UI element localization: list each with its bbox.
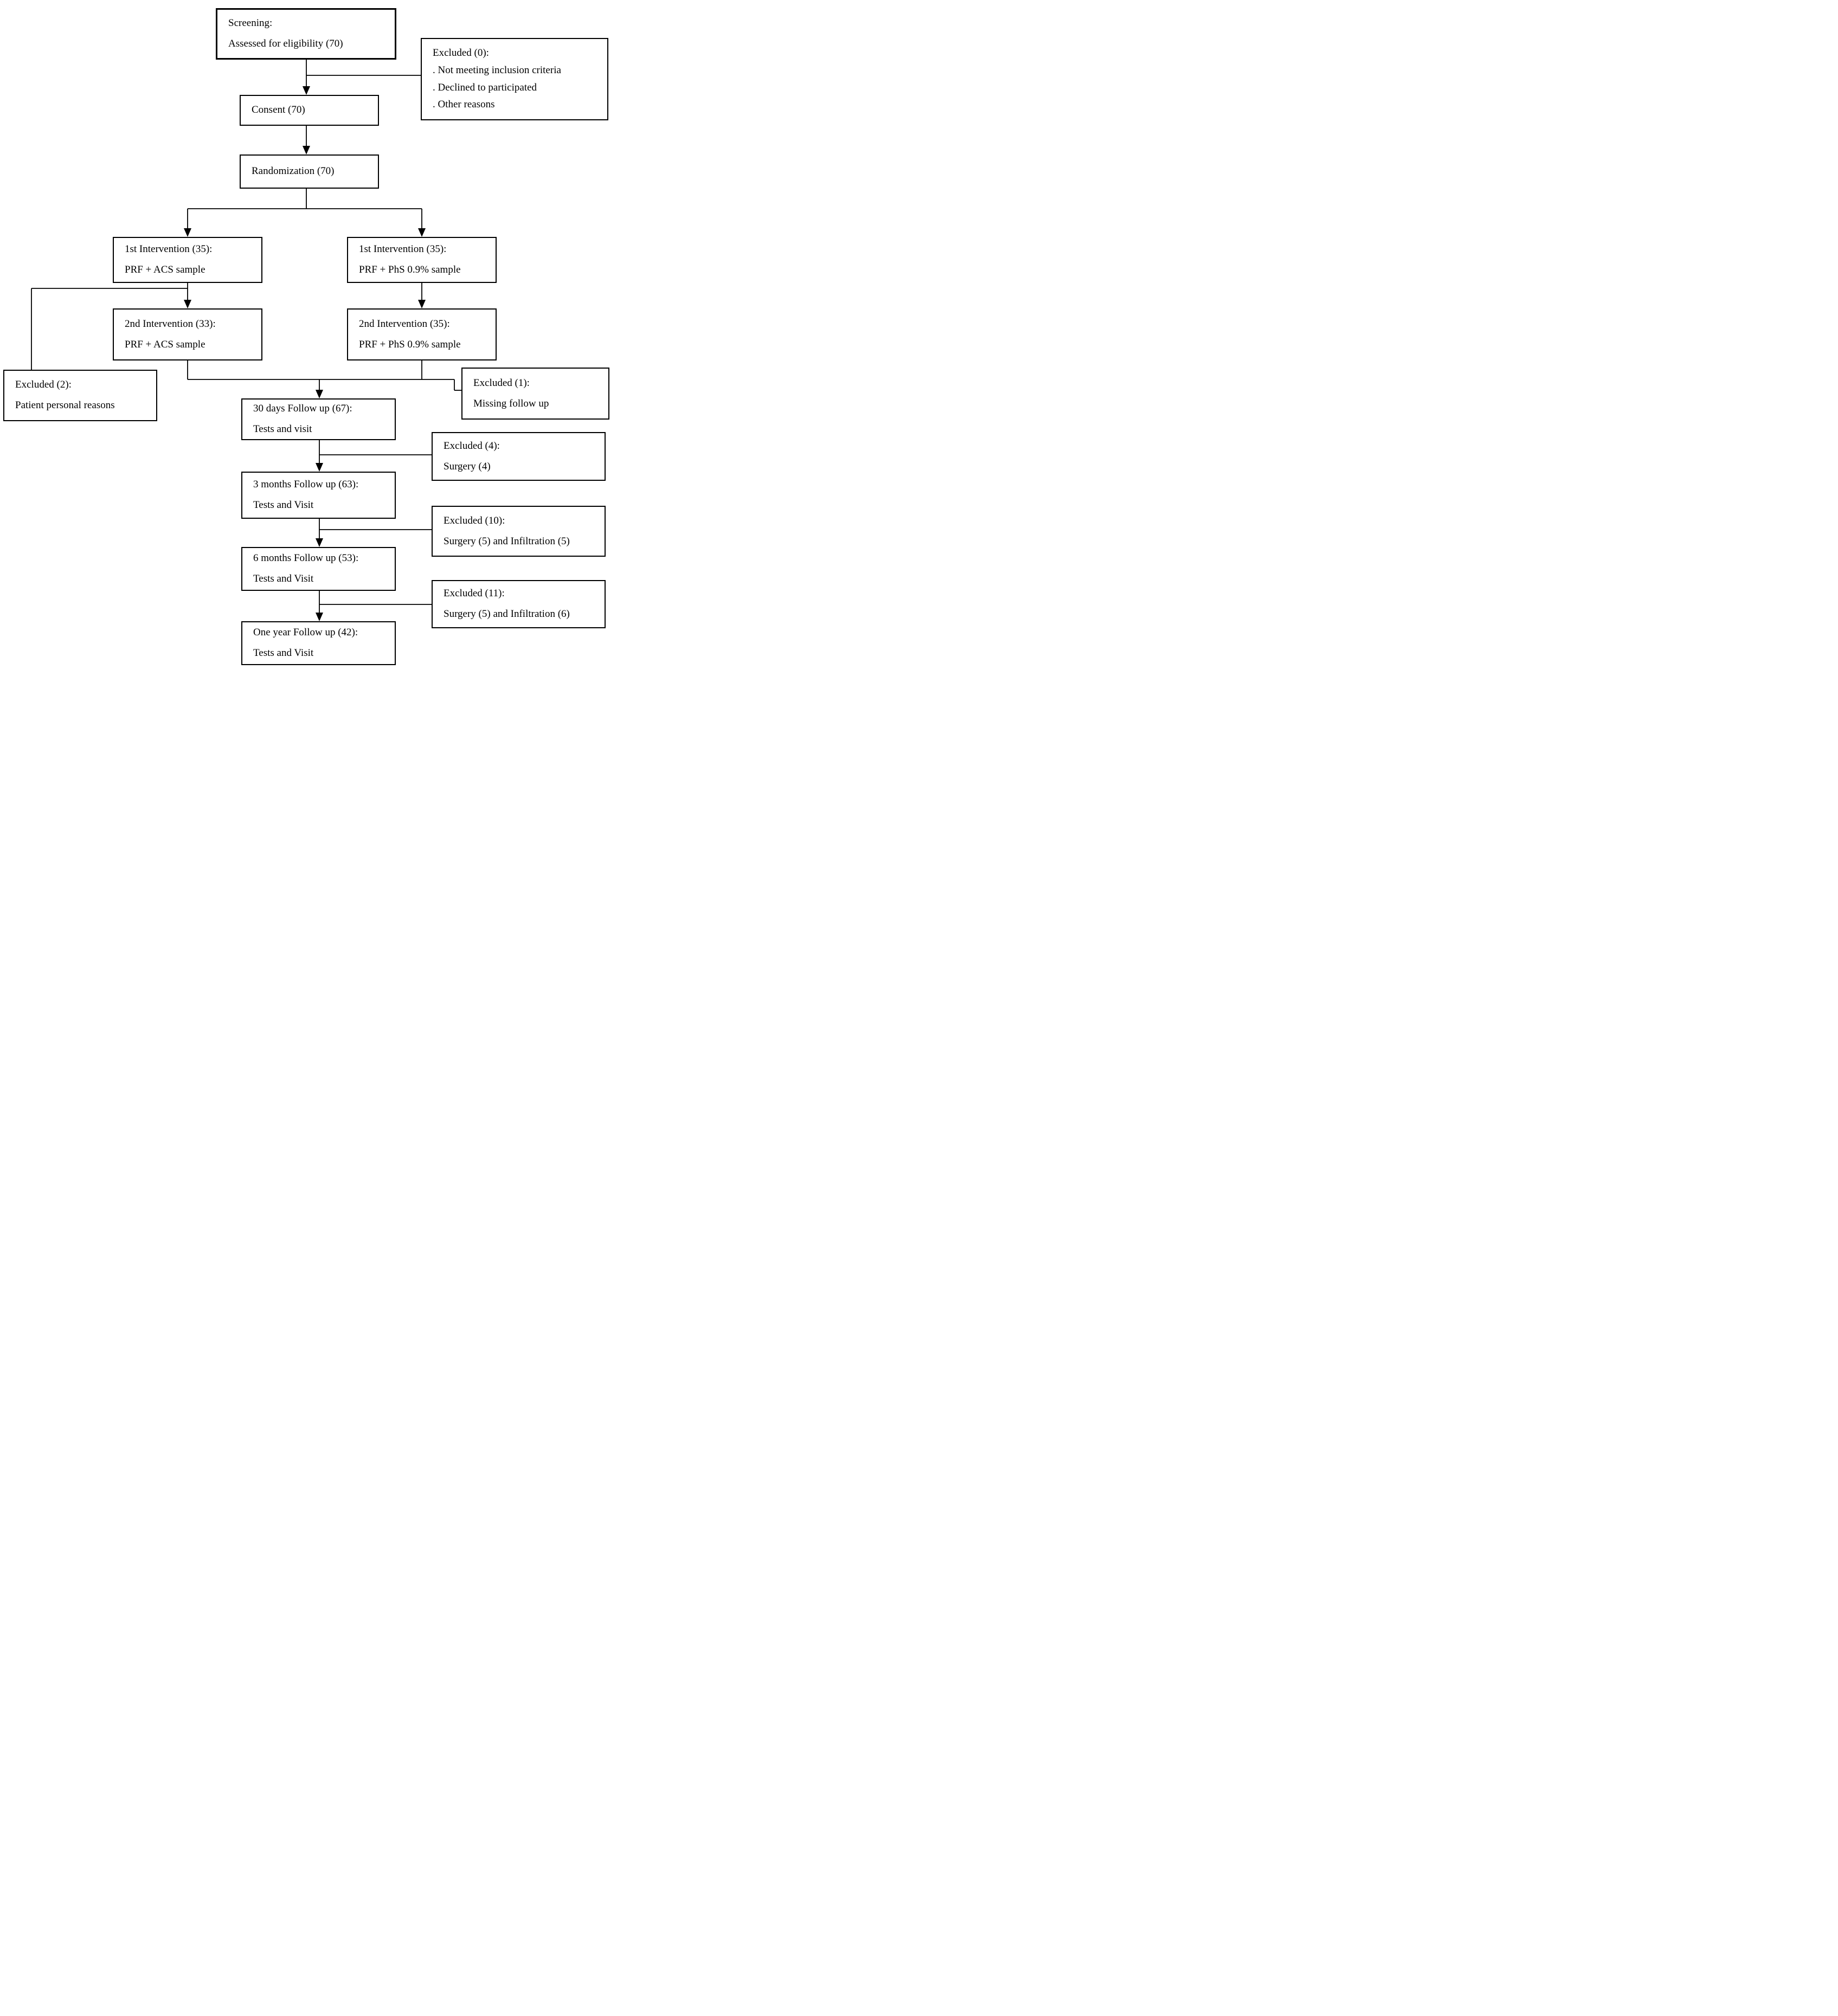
node-text-line: PRF + ACS sample <box>125 338 205 350</box>
node-text-line: Missing follow up <box>473 397 549 409</box>
node-text-line: 6 months Follow up (53): <box>253 552 359 564</box>
node-text-line: Screening: <box>228 17 273 29</box>
node-text-line: . Other reasons <box>433 99 495 111</box>
node-text-line: Assessed for eligibility (70) <box>228 38 343 49</box>
node-intervention1-right: 1st Intervention (35): PRF + PhS 0.9% sa… <box>347 237 497 283</box>
node-text-line: 1st Intervention (35): <box>125 243 213 255</box>
node-intervention1-left: 1st Intervention (35): PRF + ACS sample <box>113 237 262 283</box>
node-text-line: PRF + PhS 0.9% sample <box>359 338 461 350</box>
node-text-line: . Declined to participated <box>433 81 537 93</box>
node-text-line: Tests and visit <box>253 423 312 435</box>
node-text-line: 1st Intervention (35): <box>359 243 447 255</box>
node-text-line: Excluded (4): <box>444 440 500 452</box>
node-text-line: PRF + PhS 0.9% sample <box>359 264 461 275</box>
node-text-line: Excluded (0): <box>433 47 489 59</box>
node-consent: Consent (70) <box>240 95 379 126</box>
node-text-line: 2nd Intervention (33): <box>125 318 216 330</box>
node-excluded-personal: Excluded (2): Patient personal reasons <box>3 370 157 421</box>
node-excluded-6m: Excluded (11): Surgery (5) and Infiltrat… <box>432 580 606 628</box>
node-excluded-3m: Excluded (10): Surgery (5) and Infiltrat… <box>432 506 606 557</box>
node-excluded-30d: Excluded (4): Surgery (4) <box>432 432 606 481</box>
node-excluded-screening: Excluded (0): . Not meeting inclusion cr… <box>421 38 608 120</box>
node-text-line: Tests and Visit <box>253 573 314 584</box>
node-intervention2-right: 2nd Intervention (35): PRF + PhS 0.9% sa… <box>347 308 497 360</box>
node-text-line: Excluded (2): <box>15 379 72 391</box>
node-text-line: Tests and Visit <box>253 647 314 659</box>
node-text-line: Excluded (1): <box>473 377 530 389</box>
node-screening: Screening: Assessed for eligibility (70) <box>216 8 396 60</box>
node-followup-30d: 30 days Follow up (67): Tests and visit <box>241 398 396 440</box>
node-randomization: Randomization (70) <box>240 154 379 189</box>
flow-connectors <box>31 60 461 621</box>
node-text-line: Surgery (4) <box>444 460 491 472</box>
node-text-line: Excluded (11): <box>444 588 505 600</box>
node-excluded-missing: Excluded (1): Missing follow up <box>461 368 609 420</box>
node-text-line: 2nd Intervention (35): <box>359 318 450 330</box>
node-text-line: 3 months Follow up (63): <box>253 479 359 491</box>
node-followup-3m: 3 months Follow up (63): Tests and Visit <box>241 472 396 519</box>
node-followup-1y: One year Follow up (42): Tests and Visit <box>241 621 396 665</box>
node-text-line: Tests and Visit <box>253 499 314 511</box>
node-intervention2-left: 2nd Intervention (33): PRF + ACS sample <box>113 308 262 360</box>
node-text-line: PRF + ACS sample <box>125 264 205 275</box>
flow-diagram: Screening: Assessed for eligibility (70)… <box>0 0 613 672</box>
node-text-line: . Not meeting inclusion criteria <box>433 64 561 76</box>
node-text-line: Surgery (5) and Infiltration (5) <box>444 535 570 547</box>
node-text-line: Excluded (10): <box>444 514 505 526</box>
node-text-line: Consent (70) <box>252 104 305 116</box>
node-text-line: Patient personal reasons <box>15 400 115 411</box>
node-text-line: Surgery (5) and Infiltration (6) <box>444 608 570 620</box>
node-text-line: 30 days Follow up (67): <box>253 403 352 415</box>
node-text-line: One year Follow up (42): <box>253 627 358 639</box>
node-followup-6m: 6 months Follow up (53): Tests and Visit <box>241 547 396 591</box>
node-text-line: Randomization (70) <box>252 165 335 177</box>
